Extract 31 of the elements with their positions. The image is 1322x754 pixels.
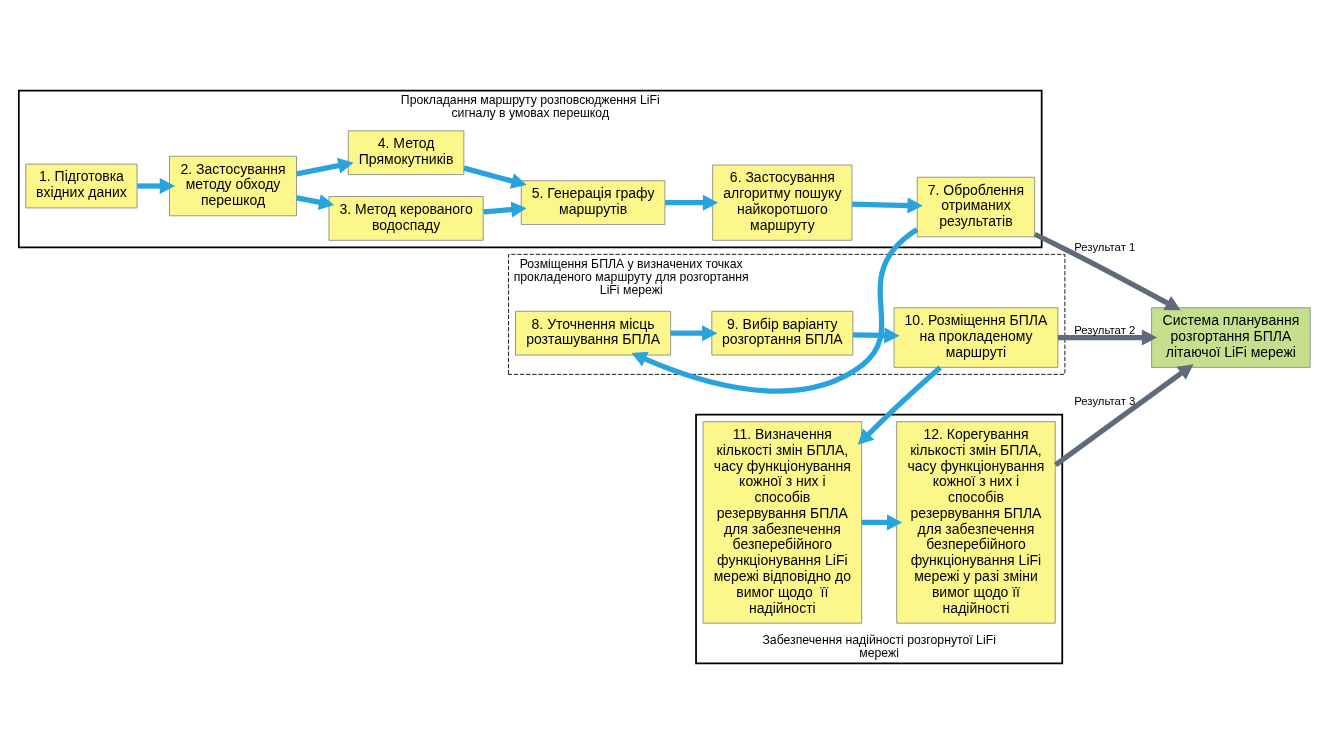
node-box: 5. Генерація графу маршрутів [520, 180, 666, 225]
arrow [137, 177, 175, 195]
node-box: 12. Корегування кількості змін БПЛА, часу функціонування кожної з них і способів резервування БПЛА для забезпечення безперебійного функціонування LiFi мережі у разі зміни вимог щодо її надійності [896, 421, 1056, 624]
arrow [665, 194, 719, 211]
node-box: 11. Визначення кількості змін БПЛА, часу функціонування кожної з них і способів резервування БПЛА для забезпечення безперебійного функціонування LiFi мережі відповідно до вимог щодо її надійності [702, 421, 863, 624]
arrow [852, 327, 900, 344]
node-box: 7. Оброблення отриманих результатів [916, 176, 1036, 238]
arrow [463, 165, 527, 189]
node-box: 8. Уточнення місць розташування БПЛА [515, 310, 672, 356]
arrow [1054, 364, 1194, 468]
arrow [852, 197, 923, 214]
edge-label: Результат 3 [1074, 395, 1136, 408]
arrow [1033, 231, 1181, 311]
arrow [861, 514, 903, 531]
arrow [670, 325, 718, 342]
node-box: 10. Розміщення БПЛА на прокладеному маршруті [893, 307, 1059, 368]
arrow [296, 157, 354, 177]
node-box: 6. Застосування алгоритму пошуку найкоротшого маршруту [712, 164, 853, 241]
arrow [631, 227, 919, 394]
node-box: 2. Застосування методу обходу перешкод [169, 155, 297, 217]
arrow [857, 365, 943, 445]
node-box: Система планування розгортання БПЛА літаючої LiFi мережі [1151, 307, 1311, 368]
node-box: 1. Підготовка вхідних даних [25, 163, 138, 209]
arrow [1058, 329, 1158, 346]
edge-label: Результат 2 [1074, 324, 1136, 337]
arrow [483, 201, 527, 218]
node-box: 3. Метод керованого водоспаду [328, 196, 484, 241]
node-box: 9. Вибір варіанту розгортання БПЛА [711, 310, 854, 356]
node-box: 4. Метод Прямокутників [347, 130, 465, 176]
arrow [296, 194, 335, 211]
edge-label: Результат 1 [1074, 241, 1136, 254]
